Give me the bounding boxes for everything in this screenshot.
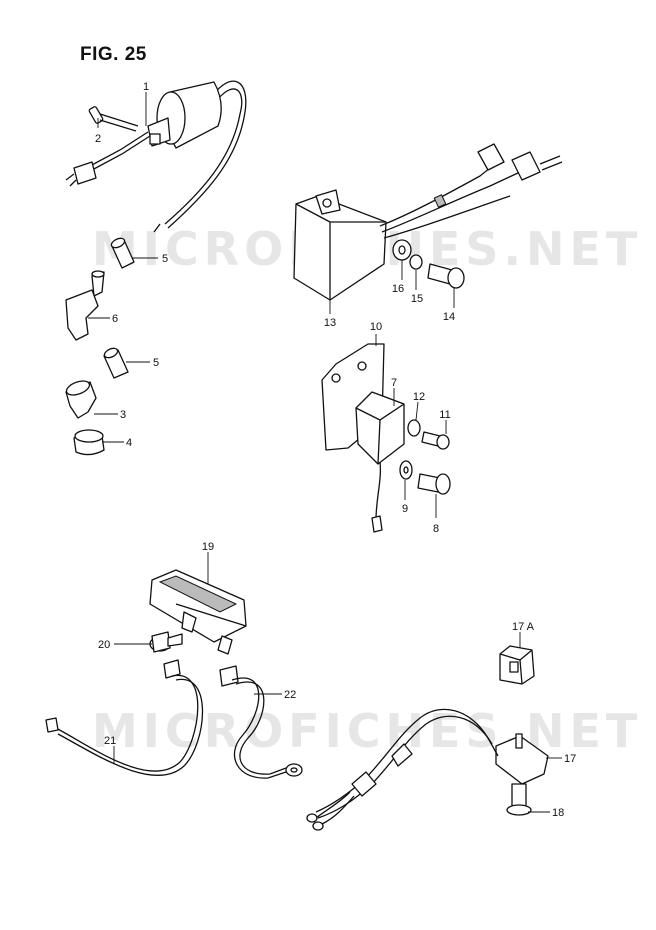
cdi-unit-13 bbox=[293, 143, 563, 301]
callout-8: 8 bbox=[433, 523, 439, 535]
callout-1: 1 bbox=[143, 81, 149, 93]
callout-15: 15 bbox=[411, 293, 423, 305]
boot-4 bbox=[73, 429, 105, 456]
watermark-bottom: MICROFICHES.NET bbox=[92, 704, 643, 758]
bolt-2 bbox=[88, 106, 139, 132]
washer-12 bbox=[407, 419, 421, 437]
callout-2: 2 bbox=[95, 133, 101, 145]
plug-cap-5-lower bbox=[103, 347, 129, 379]
plug-cap-3 bbox=[65, 380, 97, 419]
callout-labels: 1 2 5 6 5 3 4 13 16 15 14 10 7 12 11 9 8… bbox=[95, 81, 576, 819]
callout-20: 20 bbox=[98, 639, 110, 651]
callout-21: 21 bbox=[104, 735, 116, 747]
plug-cap-5-upper bbox=[110, 237, 135, 269]
plug-cap-6 bbox=[65, 270, 105, 341]
washer-15 bbox=[409, 254, 423, 270]
callout-11: 11 bbox=[439, 409, 450, 421]
callout-18: 18 bbox=[552, 807, 564, 819]
figure-title: FIG. 25 bbox=[80, 44, 147, 65]
bolt-20 bbox=[149, 631, 183, 653]
callout-7: 7 bbox=[391, 377, 397, 389]
callout-5-lower: 5 bbox=[153, 357, 159, 369]
ignition-coil bbox=[65, 80, 247, 233]
callout-3: 3 bbox=[120, 409, 126, 421]
relay-17a bbox=[499, 645, 535, 685]
cover-19 bbox=[149, 569, 247, 655]
callout-16: 16 bbox=[392, 283, 404, 295]
washer-9 bbox=[399, 460, 413, 480]
callout-12: 12 bbox=[413, 391, 425, 403]
callout-5-upper: 5 bbox=[162, 253, 168, 265]
callout-17a: 17 A bbox=[512, 621, 535, 633]
callout-19: 19 bbox=[202, 541, 214, 553]
callout-22: 22 bbox=[284, 689, 296, 701]
screw-14 bbox=[427, 263, 465, 289]
lead-wire-21 bbox=[45, 659, 204, 777]
callout-13: 13 bbox=[324, 317, 336, 329]
callout-14: 14 bbox=[443, 311, 455, 323]
harness-17 bbox=[306, 708, 549, 831]
callout-4: 4 bbox=[126, 437, 132, 449]
callout-9: 9 bbox=[402, 503, 408, 515]
washer-16 bbox=[392, 239, 412, 261]
callout-6: 6 bbox=[112, 313, 118, 325]
screw-8 bbox=[417, 473, 451, 495]
lead-wire-22 bbox=[219, 665, 303, 779]
screw-11 bbox=[421, 431, 450, 450]
callout-17: 17 bbox=[564, 753, 576, 765]
leader-lines bbox=[88, 92, 562, 813]
regulator-7 bbox=[355, 391, 405, 533]
callout-10: 10 bbox=[370, 321, 382, 333]
bolt-18 bbox=[506, 783, 532, 816]
